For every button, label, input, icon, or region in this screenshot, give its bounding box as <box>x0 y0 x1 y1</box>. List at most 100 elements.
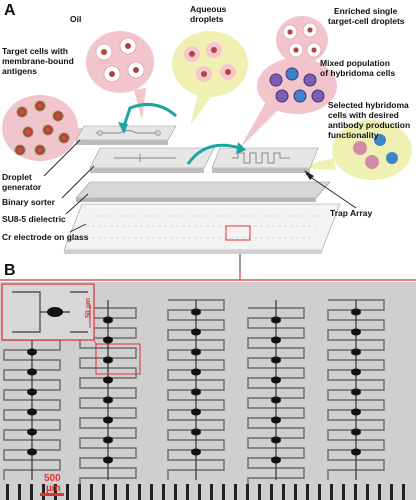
oil-droplet-cells <box>101 43 139 77</box>
serpentine-channel <box>79 307 137 488</box>
su8-label: SU8-5 dielectric <box>2 214 66 224</box>
electrode-glass-layer <box>63 203 341 254</box>
mixed-label-2: of hybridoma cells <box>320 68 396 78</box>
serpentine-channel <box>327 299 385 480</box>
droplet-generator-chip <box>75 125 177 145</box>
trap-site <box>271 336 281 344</box>
trap-site <box>191 388 201 396</box>
electrode-pad <box>6 484 9 500</box>
teal-arrows <box>122 102 241 165</box>
electrode-pad <box>234 484 237 500</box>
electrode-pad <box>342 484 345 500</box>
electrode-pad <box>114 484 117 500</box>
electrode-pad <box>186 484 189 500</box>
electrode-pad <box>390 484 393 500</box>
serpentine-channel <box>247 307 305 488</box>
selected-label-1: Selected hybridoma <box>328 100 409 110</box>
mixed-label-1: Mixed population <box>320 58 390 68</box>
binary-sorter-label: Binary sorter <box>2 197 55 207</box>
trap-site <box>271 416 281 424</box>
inset-zoom <box>1 283 141 375</box>
trap-site <box>271 456 281 464</box>
electrode-pad <box>222 484 225 500</box>
enriched-label-1: Enriched single <box>334 6 398 16</box>
trap-site <box>191 308 201 316</box>
trap-site <box>351 388 361 396</box>
electrode-pad <box>318 484 321 500</box>
panel-a-letter: A <box>4 2 16 19</box>
trap-site <box>271 356 281 364</box>
electrode-pad <box>66 484 69 500</box>
target-cells <box>14 100 70 156</box>
trap-site <box>271 436 281 444</box>
electrode-pad <box>78 484 81 500</box>
enriched-label-2: target-cell droplets <box>328 16 405 26</box>
trap-site <box>191 448 201 456</box>
droplet-generator-label-1: Droplet <box>2 172 32 182</box>
selected-label-4: functionality <box>328 130 379 140</box>
trap-site <box>27 348 37 356</box>
electrode-pad <box>354 484 357 500</box>
teal-arrowhead-2 <box>236 142 246 154</box>
electrode-pad <box>54 484 57 500</box>
trap-site <box>351 348 361 356</box>
trap-site <box>351 328 361 336</box>
serpentine-channel <box>167 299 225 480</box>
selected-label-2: cells with desired <box>328 110 399 120</box>
su8-dielectric-layer <box>75 181 331 202</box>
trap-site <box>103 356 113 364</box>
panel-a-illustration <box>2 16 412 272</box>
trap-site <box>103 336 113 344</box>
electrode-pad <box>30 484 33 500</box>
electrode-pad <box>294 484 297 500</box>
trap-site <box>271 376 281 384</box>
trap-array-label: Trap Array <box>330 208 373 218</box>
electrode-pad <box>282 484 285 500</box>
trap-site <box>103 436 113 444</box>
aqueous-droplets-label-2: droplets <box>190 14 224 24</box>
enriched-droplet-cells <box>287 27 317 53</box>
enriched-droplets <box>282 22 322 58</box>
trap-site <box>351 368 361 376</box>
electrode-pad <box>198 484 201 500</box>
trap-site <box>27 388 37 396</box>
target-cells-label-1: Target cells with <box>2 46 68 56</box>
electrode-pad <box>402 484 405 500</box>
oil-label: Oil <box>70 14 82 24</box>
inset-scale-bar-label: 50 µm <box>85 298 92 318</box>
electrode-pad <box>306 484 309 500</box>
trap-array-arrowhead <box>304 170 314 180</box>
electrode-pad <box>366 484 369 500</box>
electrode-pad <box>138 484 141 500</box>
electrode-pad <box>102 484 105 500</box>
electrode-pad <box>270 484 273 500</box>
trap-site <box>271 396 281 404</box>
leader-lines <box>43 139 357 272</box>
electrode-pad <box>18 484 21 500</box>
trap-site <box>27 408 37 416</box>
trap-columns <box>3 299 405 500</box>
electrode-pad <box>210 484 213 500</box>
teal-arrowhead-1 <box>118 122 128 134</box>
scale-bar-label-number: 500 <box>44 473 61 484</box>
trap-site <box>351 308 361 316</box>
electrode-pad <box>246 484 249 500</box>
trap-site <box>103 396 113 404</box>
electrode-pad <box>162 484 165 500</box>
electrode-pad <box>150 484 153 500</box>
trap-site <box>351 448 361 456</box>
selected-label-3: antibody production <box>328 120 411 130</box>
trap-site <box>103 456 113 464</box>
hybridoma-cells <box>269 67 325 103</box>
trap-site <box>191 348 201 356</box>
trap-site <box>27 368 37 376</box>
electrode-pad <box>90 484 93 500</box>
target-cells-label-2: membrane-bound <box>2 56 74 66</box>
trap-site <box>103 376 113 384</box>
cr-label: Cr electrode on glass <box>2 232 89 242</box>
trap-site <box>27 428 37 436</box>
scale-bar-main <box>40 493 64 496</box>
electrode-pad <box>174 484 177 500</box>
trap-site <box>191 428 201 436</box>
